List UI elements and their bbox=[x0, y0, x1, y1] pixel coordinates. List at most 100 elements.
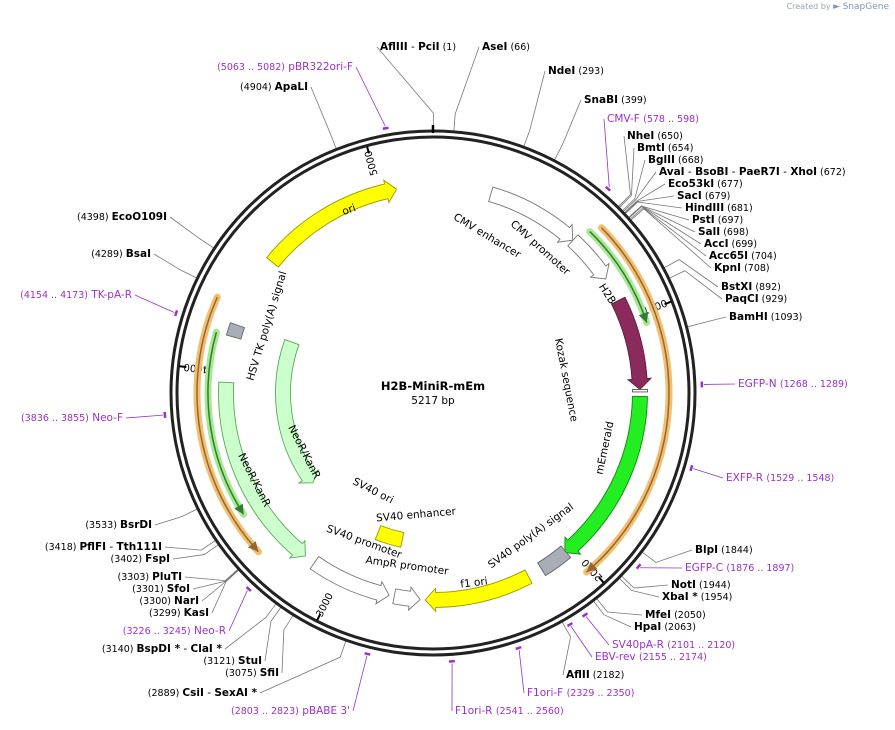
site-label[interactable]: (3140) BspDI * - ClaI * bbox=[102, 643, 223, 655]
site-label[interactable]: (2889) CsiI - SexAI * bbox=[148, 687, 258, 699]
ruler-tick bbox=[598, 576, 605, 584]
primer-label[interactable]: EXFP-R (1529 .. 1548) bbox=[726, 472, 834, 484]
site-position: (3402) bbox=[111, 554, 143, 565]
primer-range: (2541 .. 2560) bbox=[496, 706, 564, 717]
primer-leader bbox=[518, 649, 525, 694]
site-position: (3075) bbox=[225, 668, 257, 679]
site-label[interactable]: (3121) StuI bbox=[203, 655, 262, 667]
site-leader bbox=[164, 540, 216, 551]
site-label[interactable]: BmtI (654) bbox=[637, 142, 693, 154]
site-label[interactable]: (3533) BsrDI bbox=[85, 519, 152, 531]
site-label[interactable]: MfeI (2050) bbox=[645, 609, 706, 621]
feature-label-cmv-enhancer: CMV enhancer bbox=[451, 211, 523, 261]
site-name: AseI bbox=[482, 41, 507, 53]
site-label[interactable]: (4398) EcoO109I bbox=[77, 211, 167, 223]
site-label[interactable]: (3301) SfoI bbox=[132, 583, 190, 595]
feature-hsv-tk-pa[interactable] bbox=[225, 322, 246, 340]
site-label[interactable]: NdeI (293) bbox=[548, 65, 604, 77]
site-label[interactable]: (3299) KasI bbox=[149, 607, 209, 619]
feature-label-memerald: mEmerald bbox=[594, 420, 617, 475]
primer-leader bbox=[603, 118, 610, 188]
primer-label[interactable]: (3836 .. 3855) Neo-F bbox=[21, 412, 123, 424]
primer-label[interactable]: SV40pA-R (2101 .. 2120) bbox=[612, 639, 735, 651]
site-label[interactable]: HpaI (2063) bbox=[634, 621, 696, 633]
feature-ampr-promoter[interactable] bbox=[392, 586, 421, 612]
site-leader bbox=[628, 206, 702, 245]
ruler-tick bbox=[316, 613, 322, 621]
primer-label[interactable]: (4154 .. 4173) TK-pA-R bbox=[20, 289, 132, 301]
site-label[interactable]: Acc65I (704) bbox=[709, 250, 777, 262]
credit-prefix: Created by bbox=[786, 2, 831, 11]
site-leader bbox=[625, 201, 683, 214]
primer-label[interactable]: EGFP-N (1268 .. 1289) bbox=[738, 378, 848, 390]
feature-h2b[interactable] bbox=[610, 296, 653, 391]
primer-label[interactable]: EBV-rev (2155 .. 2174) bbox=[595, 651, 707, 663]
site-name: BsaI bbox=[126, 248, 151, 260]
site-name: SfiI bbox=[260, 667, 279, 679]
primer-name: SV40pA-R bbox=[612, 639, 664, 651]
site-label[interactable]: AvaI - BsoBI - PaeR7I - XhoI (672) bbox=[659, 166, 846, 178]
primer-label[interactable]: CMV-F (578 .. 598) bbox=[607, 113, 699, 125]
site-name: BamHI bbox=[729, 311, 768, 323]
orf-neo1-core bbox=[196, 296, 259, 553]
feature-sv40-ori[interactable] bbox=[374, 525, 405, 548]
site-label[interactable]: (3300) NarI bbox=[139, 595, 199, 607]
site-label[interactable]: (3303) PluTI bbox=[118, 571, 182, 583]
site-name: BglII bbox=[648, 154, 675, 166]
site-name: ApaLI bbox=[275, 81, 308, 93]
site-label[interactable]: BstXI (892) bbox=[721, 281, 781, 293]
site-label[interactable]: (3402) FspI bbox=[111, 553, 170, 565]
site-leader bbox=[596, 598, 643, 616]
site-label[interactable]: AflII (2182) bbox=[566, 669, 624, 681]
site-label[interactable]: NheI (650) bbox=[627, 130, 683, 142]
site-label[interactable]: (3418) PflFI - Tth111I bbox=[45, 541, 162, 553]
primer-label[interactable]: F1ori-F (2329 .. 2350) bbox=[527, 687, 634, 699]
site-label[interactable]: AccI (699) bbox=[704, 238, 757, 250]
site-label[interactable]: (3075) SfiI bbox=[225, 667, 279, 679]
feature-sv40-pa-1[interactable] bbox=[537, 545, 572, 577]
site-name: NdeI bbox=[548, 65, 575, 77]
site-leader bbox=[561, 621, 572, 676]
feature-ori[interactable] bbox=[266, 179, 398, 268]
feature-neor-outer[interactable] bbox=[218, 381, 306, 559]
site-label[interactable]: AseI (66) bbox=[482, 41, 530, 53]
feature-kozak[interactable] bbox=[632, 388, 648, 393]
site-label[interactable]: BglII (668) bbox=[648, 154, 704, 166]
feature-neor-inner[interactable] bbox=[275, 339, 319, 484]
site-label[interactable]: BamHI (1093) bbox=[729, 311, 802, 323]
primer-label[interactable]: (5063 .. 5082) pBR322ori-F bbox=[217, 61, 353, 73]
site-label[interactable]: SalI (698) bbox=[698, 226, 749, 238]
site-label[interactable]: PaqCI (929) bbox=[725, 293, 787, 305]
site-label[interactable]: AflIII - PciI (1) bbox=[380, 41, 456, 53]
primer-label[interactable]: (2803 .. 2823) pBABE 3' bbox=[231, 705, 350, 717]
site-label[interactable]: PstI (697) bbox=[692, 214, 743, 226]
site-label[interactable]: NotI (1944) bbox=[671, 579, 731, 591]
site-label[interactable]: HindIII (681) bbox=[685, 202, 753, 214]
site-name: FspI bbox=[145, 553, 170, 565]
site-name: BsoBI bbox=[695, 166, 728, 178]
feature-sv40-promoter[interactable] bbox=[309, 555, 390, 605]
site-position: (699) bbox=[732, 239, 758, 250]
site-label[interactable]: BlpI (1844) bbox=[695, 544, 753, 556]
site-label[interactable]: (4904) ApaLI bbox=[240, 81, 308, 93]
center-label: H2B-MiniR-mEm 5217 bp bbox=[381, 379, 485, 407]
site-label[interactable]: SnaBI (399) bbox=[584, 94, 647, 106]
site-name: BlpI bbox=[695, 544, 718, 556]
site-label[interactable]: KpnI (708) bbox=[714, 262, 770, 274]
site-label[interactable]: (4289) BsaI bbox=[91, 248, 151, 260]
primer-label[interactable]: (3226 .. 3245) Neo-R bbox=[123, 625, 226, 637]
site-label[interactable]: Eco53kI (677) bbox=[668, 178, 743, 190]
feature-f1-ori[interactable] bbox=[424, 569, 533, 613]
site-label[interactable]: XbaI * (1954) bbox=[662, 591, 732, 603]
site-position: (3303) bbox=[118, 572, 150, 583]
site-name: EcoO109I bbox=[112, 211, 167, 223]
site-leader bbox=[523, 70, 546, 147]
site-leader bbox=[669, 270, 723, 300]
feature-cmv-promoter[interactable] bbox=[567, 234, 610, 280]
primer-label[interactable]: EGFP-C (1876 .. 1897) bbox=[685, 562, 794, 574]
site-label[interactable]: SacI (679) bbox=[677, 190, 730, 202]
ruler-tick bbox=[664, 300, 672, 306]
primer-label[interactable]: F1ori-R (2541 .. 2560) bbox=[455, 705, 564, 717]
site-position: (399) bbox=[621, 95, 647, 106]
site-leader bbox=[593, 601, 632, 628]
